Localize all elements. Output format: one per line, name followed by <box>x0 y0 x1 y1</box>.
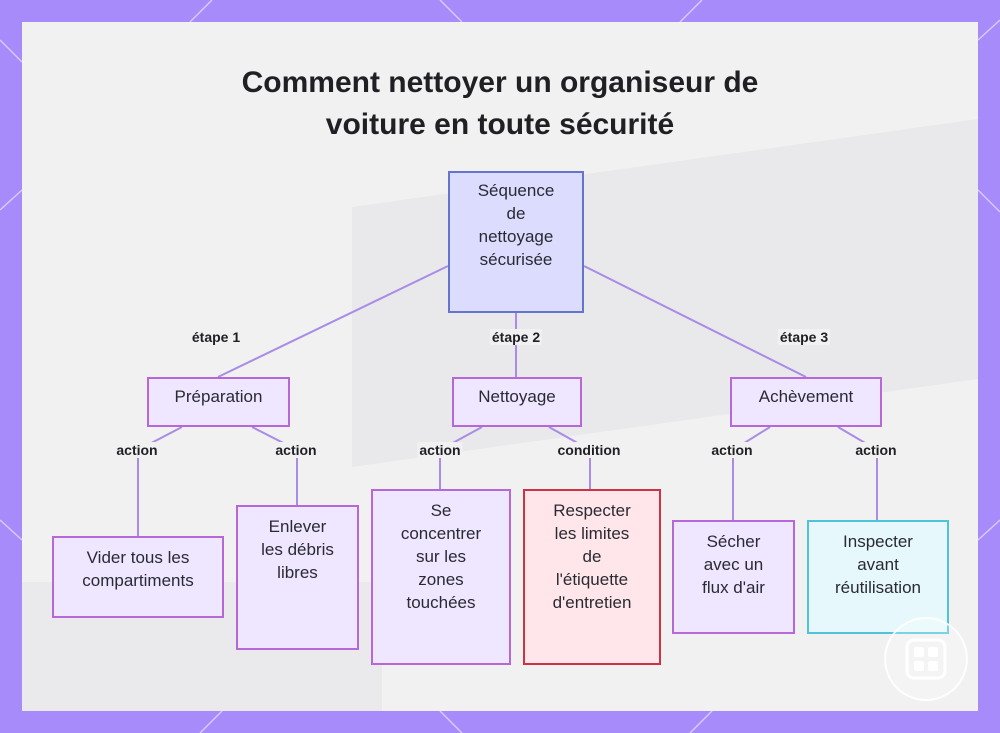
node-text-line: Sécher <box>706 532 761 551</box>
node-text-line: Enlever <box>268 517 327 536</box>
title-line: voiture en toute sécurité <box>325 108 675 141</box>
node-text-line: d'entretien <box>552 593 632 612</box>
node-text-line: de <box>506 204 526 223</box>
edge-nettoyage-concentrer <box>439 426 483 489</box>
node-text-line: réutilisation <box>835 578 921 597</box>
node-vider-compartiments: Vider tous les compartiments <box>52 536 224 618</box>
node-concentrer-zones: Se concentrer sur les zones touchées <box>371 489 511 665</box>
edge-label-root-preparation: étape 1 <box>189 329 243 345</box>
node-secher-flux-air: Sécher avec un flux d'air <box>672 520 795 634</box>
edge-root-preparation <box>217 265 449 378</box>
grid-logo-icon <box>884 617 968 701</box>
edge-nettoyage-respecter <box>548 426 591 489</box>
node-text-line: libres <box>277 563 318 582</box>
node-text-line: Inspecter <box>843 532 913 551</box>
node-nettoyage: Nettoyage <box>452 377 582 427</box>
node-respecter-etiquette: Respecter les limites de l'étiquette d'e… <box>523 489 661 665</box>
node-text-line: avant <box>857 555 899 574</box>
edge-label-achevement-secher: action <box>709 442 755 458</box>
node-text-line: les limites <box>554 524 630 543</box>
edge-label-nettoyage-concentrer: action <box>417 442 463 458</box>
edge-preparation-enlever <box>251 426 298 505</box>
node-text-line: sur les <box>415 547 467 566</box>
node-text-line: nettoyage <box>478 227 554 246</box>
node-text-line: Séquence <box>477 181 555 200</box>
node-text-line: compartiments <box>82 571 194 590</box>
edge-achevement-secher <box>732 426 771 520</box>
node-text-line: avec un <box>703 555 764 574</box>
node-text-line: Se <box>430 501 452 520</box>
node-text-line: touchées <box>406 593 476 612</box>
edge-label-root-achevement: étape 3 <box>777 329 831 345</box>
node-text-line: Respecter <box>553 501 631 520</box>
node-text-line: sécurisée <box>479 250 553 269</box>
edge-achevement-inspecter <box>837 426 878 520</box>
node-achevement: Achèvement <box>730 377 882 427</box>
node-text-line: Achèvement <box>758 387 854 406</box>
node-text-line: flux d'air <box>702 578 765 597</box>
node-text-line: Préparation <box>174 387 263 406</box>
node-preparation: Préparation <box>147 377 290 427</box>
edge-label-root-nettoyage: étape 2 <box>489 329 543 345</box>
node-text-line: concentrer <box>400 524 482 543</box>
node-text-line: l'étiquette <box>555 570 629 589</box>
node-enlever-debris: Enlever les débris libres <box>236 505 359 650</box>
title-line: Comment nettoyer un organiseur de <box>241 66 759 99</box>
edge-label-preparation-enlever: action <box>273 442 319 458</box>
edge-label-achevement-inspecter: action <box>853 442 899 458</box>
node-text-line: zones <box>418 570 464 589</box>
node-text-line: de <box>582 547 602 566</box>
node-sequence-nettoyage: Séquence de nettoyage sécurisée <box>448 171 584 313</box>
diagram-title: Comment nettoyer un organiseur de voitur… <box>0 62 1000 146</box>
edge-label-preparation-vider: action <box>114 442 160 458</box>
node-text-line: Nettoyage <box>478 387 556 406</box>
edge-root-achevement <box>583 265 807 378</box>
node-text-line: Vider tous les <box>86 548 190 567</box>
node-inspecter-reutilisation: Inspecter avant réutilisation <box>807 520 949 634</box>
edge-label-nettoyage-respecter: condition <box>555 442 623 458</box>
node-text-line: les débris <box>261 540 334 559</box>
